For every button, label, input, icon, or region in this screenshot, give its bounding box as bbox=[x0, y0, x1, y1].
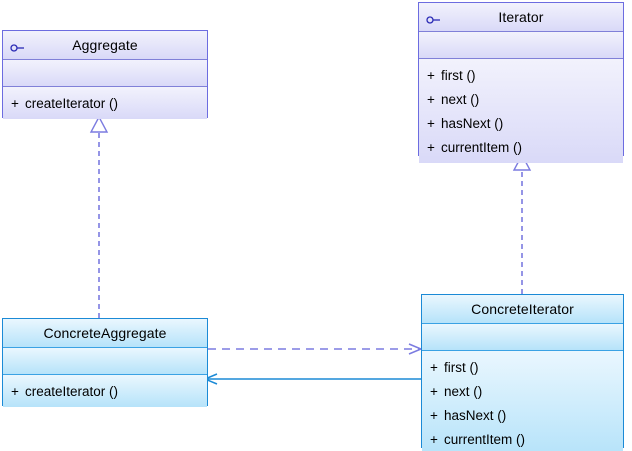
operation-signature: next () bbox=[441, 91, 480, 107]
operation-visibility: + bbox=[11, 383, 19, 399]
class-box-concrete-aggregate[interactable]: ConcreteAggregate + createIterator () bbox=[2, 318, 208, 407]
class-box-iterator[interactable]: Iterator + first () + next () + hasNext … bbox=[418, 2, 624, 163]
operation-signature: createIterator () bbox=[25, 95, 119, 111]
class-operations-concrete-aggregate: + createIterator () bbox=[3, 375, 207, 407]
operation-visibility: + bbox=[427, 67, 435, 83]
operation-visibility: + bbox=[430, 407, 438, 423]
class-attributes-aggregate bbox=[3, 60, 207, 87]
operation-signature: currentItem () bbox=[444, 431, 526, 447]
class-title-bar-concrete-iterator: ConcreteIterator bbox=[422, 295, 623, 324]
class-name-concrete-aggregate: ConcreteAggregate bbox=[43, 325, 167, 341]
class-name-iterator: Iterator bbox=[498, 9, 544, 25]
operation-row[interactable]: + currentItem () bbox=[422, 427, 623, 451]
class-operations-iterator: + first () + next () + hasNext () + curr… bbox=[419, 59, 623, 163]
class-box-concrete-iterator[interactable]: ConcreteIterator + first () + next () + … bbox=[421, 294, 624, 451]
class-title-bar-concrete-aggregate: ConcreteAggregate bbox=[3, 319, 207, 348]
class-attributes-concrete-aggregate bbox=[3, 348, 207, 375]
class-name-aggregate: Aggregate bbox=[72, 37, 138, 53]
operation-visibility: + bbox=[427, 91, 435, 107]
class-operations-aggregate: + createIterator () bbox=[3, 87, 207, 119]
operation-signature: first () bbox=[444, 359, 479, 375]
operation-row[interactable]: + first () bbox=[419, 63, 623, 87]
dependency-arrowhead bbox=[408, 343, 423, 355]
operation-visibility: + bbox=[430, 431, 438, 447]
operation-visibility: + bbox=[427, 139, 435, 155]
class-name-concrete-iterator: ConcreteIterator bbox=[471, 301, 574, 317]
operation-signature: createIterator () bbox=[25, 383, 119, 399]
operation-row[interactable]: + createIterator () bbox=[3, 91, 207, 115]
operation-signature: next () bbox=[444, 383, 483, 399]
operation-row[interactable]: + next () bbox=[419, 87, 623, 111]
realization-arrowhead-left bbox=[89, 115, 109, 133]
operation-signature: first () bbox=[441, 67, 476, 83]
operation-row[interactable]: + first () bbox=[422, 355, 623, 379]
operation-row[interactable]: + hasNext () bbox=[419, 111, 623, 135]
operation-signature: hasNext () bbox=[444, 407, 507, 423]
interface-lollipop-icon bbox=[10, 40, 26, 52]
operation-visibility: + bbox=[11, 95, 19, 111]
class-attributes-concrete-iterator bbox=[422, 324, 623, 351]
class-box-aggregate[interactable]: Aggregate + createIterator () bbox=[2, 30, 208, 119]
operation-row[interactable]: + next () bbox=[422, 379, 623, 403]
class-title-bar-aggregate: Aggregate bbox=[3, 31, 207, 60]
operation-row[interactable]: + createIterator () bbox=[3, 379, 207, 403]
interface-lollipop-icon bbox=[426, 12, 442, 24]
operation-row[interactable]: + hasNext () bbox=[422, 403, 623, 427]
operation-visibility: + bbox=[430, 383, 438, 399]
operation-visibility: + bbox=[430, 359, 438, 375]
operation-signature: hasNext () bbox=[441, 115, 504, 131]
operation-signature: currentItem () bbox=[441, 139, 523, 155]
operation-visibility: + bbox=[427, 115, 435, 131]
operation-row[interactable]: + currentItem () bbox=[419, 135, 623, 159]
class-title-bar-iterator: Iterator bbox=[419, 3, 623, 32]
class-operations-concrete-iterator: + first () + next () + hasNext () + curr… bbox=[422, 351, 623, 451]
class-attributes-iterator bbox=[419, 32, 623, 59]
